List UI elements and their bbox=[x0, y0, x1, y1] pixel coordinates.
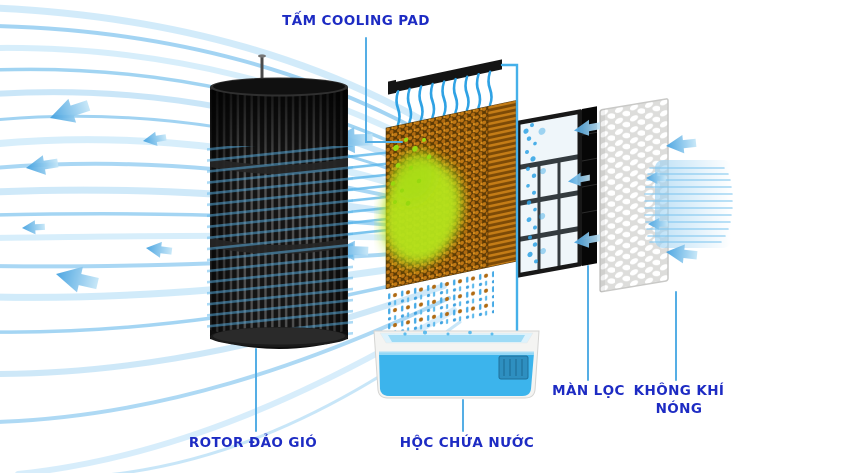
cooling-pad-label: TẤM COOLING PAD bbox=[282, 13, 430, 29]
water-tank-illustration bbox=[373, 330, 540, 399]
water-tank-label: HỘC CHỨA NƯỚC bbox=[399, 435, 535, 451]
rotor-label: ROTOR ĐẢO GIÓ bbox=[188, 435, 318, 451]
filter-frame-illustration bbox=[516, 106, 600, 278]
water-pump bbox=[498, 355, 529, 380]
water-soaked-dots bbox=[390, 137, 432, 206]
hot-air-label-line1: KHÔNG KHÍ bbox=[633, 383, 725, 399]
hot-air-flow bbox=[644, 133, 733, 265]
cooling-pad-illustration bbox=[382, 59, 517, 337]
rotor-illustration bbox=[207, 54, 353, 349]
leader-line-cooling-pad bbox=[365, 37, 403, 143]
splash-droplets bbox=[403, 330, 494, 336]
air-particles bbox=[523, 123, 546, 264]
air-through-rotor bbox=[207, 146, 353, 336]
tank-water bbox=[379, 353, 534, 396]
water-streams bbox=[395, 70, 493, 126]
rotor-spindle bbox=[260, 56, 264, 82]
grille-illustration bbox=[599, 98, 669, 293]
water-pipe bbox=[500, 63, 519, 338]
hot-air-label: KHÔNG KHÍ NÓNG bbox=[618, 383, 740, 418]
filter-label: MÀN LỌC bbox=[552, 383, 625, 399]
falling-droplets bbox=[388, 270, 494, 337]
hot-air-label-line2: NÓNG bbox=[655, 400, 703, 417]
